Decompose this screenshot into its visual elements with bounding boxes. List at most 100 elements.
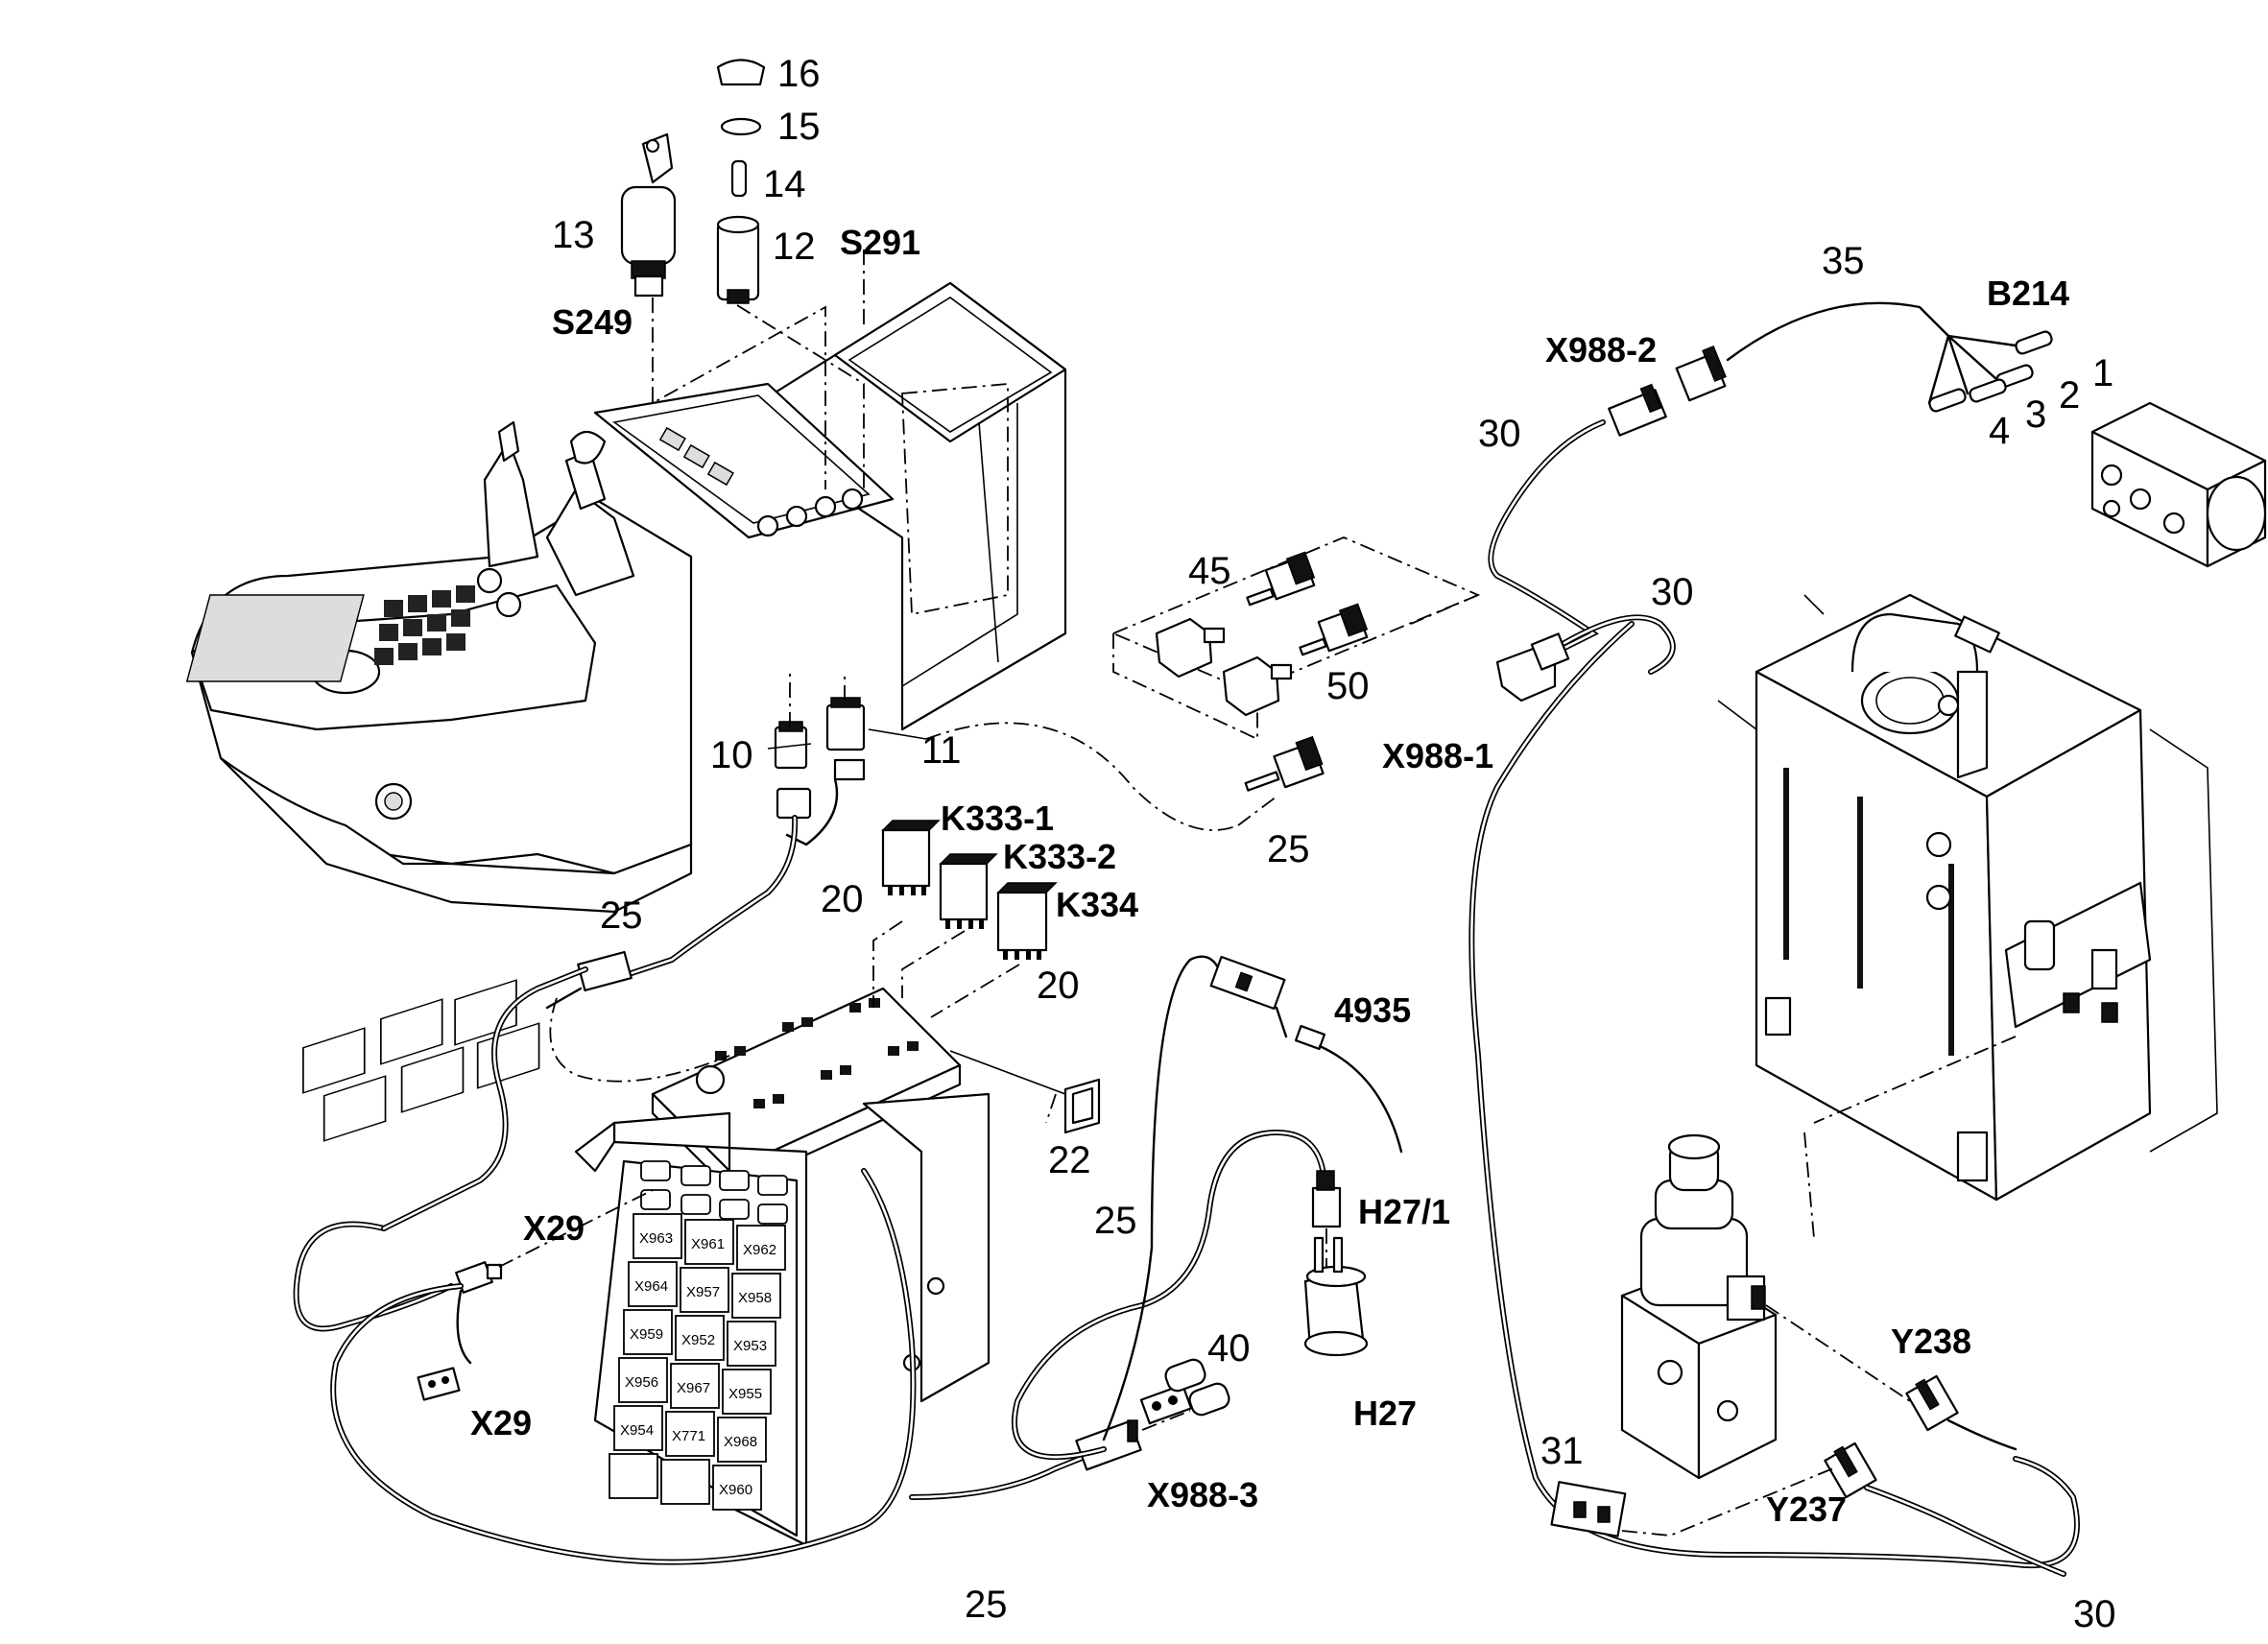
part-22 bbox=[1063, 1078, 1101, 1134]
sensor-b214-pins bbox=[1928, 330, 2053, 413]
label-45: 45 bbox=[1188, 550, 1231, 592]
fuse-cell-label: X953 bbox=[733, 1338, 767, 1354]
label-20-left: 20 bbox=[821, 878, 864, 920]
fuse-cell-label: X967 bbox=[677, 1380, 710, 1396]
label-k333-1: K333-1 bbox=[941, 798, 1054, 838]
relay-k333-2 bbox=[939, 853, 998, 929]
label-15: 15 bbox=[777, 106, 821, 148]
label-x988-1: X988-1 bbox=[1382, 736, 1493, 775]
fuse-cell bbox=[684, 1219, 734, 1265]
fuse-cell bbox=[731, 1273, 781, 1319]
label-b214: B214 bbox=[1987, 274, 2069, 313]
dashboard-gauges bbox=[185, 567, 522, 695]
label-k334: K334 bbox=[1056, 885, 1138, 924]
part-40 bbox=[1139, 1358, 1230, 1425]
connector-y237 bbox=[1824, 1441, 1877, 1499]
connector-x29-upper bbox=[455, 1261, 503, 1294]
fuse-cell bbox=[717, 1417, 767, 1463]
relay-11 bbox=[825, 697, 866, 781]
fuse-cell-label: X952 bbox=[681, 1332, 715, 1348]
label-13: 13 bbox=[552, 214, 595, 256]
fuse-cell-label: X771 bbox=[672, 1428, 705, 1444]
connector-set-45-50 bbox=[1110, 536, 1481, 792]
label-25-mid: 25 bbox=[1267, 828, 1310, 870]
label-s291: S291 bbox=[840, 223, 920, 262]
fuse-cell bbox=[670, 1363, 720, 1409]
fuse-cell-label: X968 bbox=[724, 1434, 757, 1450]
label-16: 16 bbox=[777, 53, 821, 95]
label-30-top: 30 bbox=[1478, 413, 1521, 455]
fuse-cell bbox=[665, 1411, 715, 1457]
label-12: 12 bbox=[773, 226, 816, 268]
fuse-cell bbox=[680, 1267, 729, 1313]
label-22: 22 bbox=[1048, 1139, 1091, 1181]
label-y237: Y237 bbox=[1766, 1489, 1847, 1529]
fuse-cell bbox=[623, 1309, 673, 1355]
connector-y238 bbox=[1905, 1374, 1959, 1432]
label-25-left: 25 bbox=[600, 894, 643, 937]
fuse-cell-label: X961 bbox=[691, 1236, 725, 1252]
label-11: 11 bbox=[921, 729, 962, 772]
fuse-cell-label: X957 bbox=[686, 1284, 720, 1300]
fuse-cell bbox=[633, 1213, 682, 1259]
relay-k334 bbox=[996, 882, 1058, 960]
connector-30-mid bbox=[1495, 632, 1570, 703]
key-switch-s249 bbox=[620, 132, 677, 298]
fuse-cell-label: X964 bbox=[634, 1278, 668, 1295]
label-x988-2: X988-2 bbox=[1545, 330, 1657, 369]
label-35: 35 bbox=[1822, 240, 1865, 282]
label-pin-2: 2 bbox=[2059, 374, 2080, 417]
connector-31 bbox=[1550, 1481, 1627, 1537]
fuse-cell bbox=[727, 1321, 776, 1367]
fuse-cell bbox=[736, 1225, 786, 1271]
fuse-cell bbox=[628, 1261, 678, 1307]
hydraulic-unit bbox=[1717, 593, 2218, 1202]
label-40: 40 bbox=[1207, 1327, 1251, 1370]
connector-x988-2 bbox=[1608, 345, 1727, 437]
label-h27-1: H27/1 bbox=[1358, 1192, 1450, 1231]
label-50: 50 bbox=[1326, 665, 1370, 707]
label-k333-2: K333-2 bbox=[1003, 837, 1116, 876]
part-labels: 16 15 14 13 12 S291 S249 35 B214 X988-2 … bbox=[470, 53, 2116, 1635]
relay-k333-1 bbox=[881, 820, 941, 895]
fuse-cell bbox=[660, 1459, 710, 1505]
label-25-center: 25 bbox=[1094, 1200, 1137, 1242]
label-x988-3: X988-3 bbox=[1147, 1475, 1258, 1514]
label-pin-4: 4 bbox=[1989, 410, 2010, 452]
label-25-bottom: 25 bbox=[965, 1584, 1008, 1626]
fuse-cell-label: X963 bbox=[639, 1230, 673, 1247]
fuse-cell-label: X962 bbox=[743, 1242, 776, 1258]
label-pin-3: 3 bbox=[2025, 393, 2046, 436]
fuse-cell bbox=[712, 1465, 762, 1511]
fuse-cell-label: X960 bbox=[719, 1482, 752, 1498]
switch-s291-parts bbox=[716, 59, 766, 304]
fuse-cell bbox=[618, 1357, 668, 1403]
label-20-right: 20 bbox=[1037, 965, 1080, 1007]
fuse-cell-label: X958 bbox=[738, 1290, 772, 1306]
connector-x29-lower bbox=[417, 1367, 461, 1401]
label-x29-lower: X29 bbox=[470, 1403, 532, 1442]
fuse-cell-label: X956 bbox=[625, 1374, 658, 1391]
sensor-b214-block bbox=[2090, 401, 2267, 568]
connector-4935 bbox=[1209, 955, 1326, 1051]
label-x29-upper: X29 bbox=[523, 1208, 585, 1248]
label-30-mid: 30 bbox=[1651, 571, 1694, 613]
label-s249: S249 bbox=[552, 302, 633, 342]
connector-x988-1 bbox=[1244, 735, 1325, 792]
label-h27: H27 bbox=[1353, 1394, 1417, 1433]
fuse-cell bbox=[722, 1369, 772, 1415]
relay-10 bbox=[774, 721, 808, 770]
fuse-cell bbox=[613, 1405, 663, 1451]
label-31: 31 bbox=[1540, 1430, 1584, 1472]
solenoid-valve bbox=[1620, 1133, 1778, 1480]
fuse-cell bbox=[675, 1315, 725, 1361]
fuse-cell bbox=[609, 1453, 658, 1499]
sensor-h27 bbox=[1303, 1236, 1369, 1357]
label-10: 10 bbox=[710, 734, 753, 776]
fuse-cell-label: X955 bbox=[728, 1386, 762, 1402]
fuse-cell-label: X954 bbox=[620, 1422, 654, 1439]
label-y238: Y238 bbox=[1891, 1322, 1971, 1361]
